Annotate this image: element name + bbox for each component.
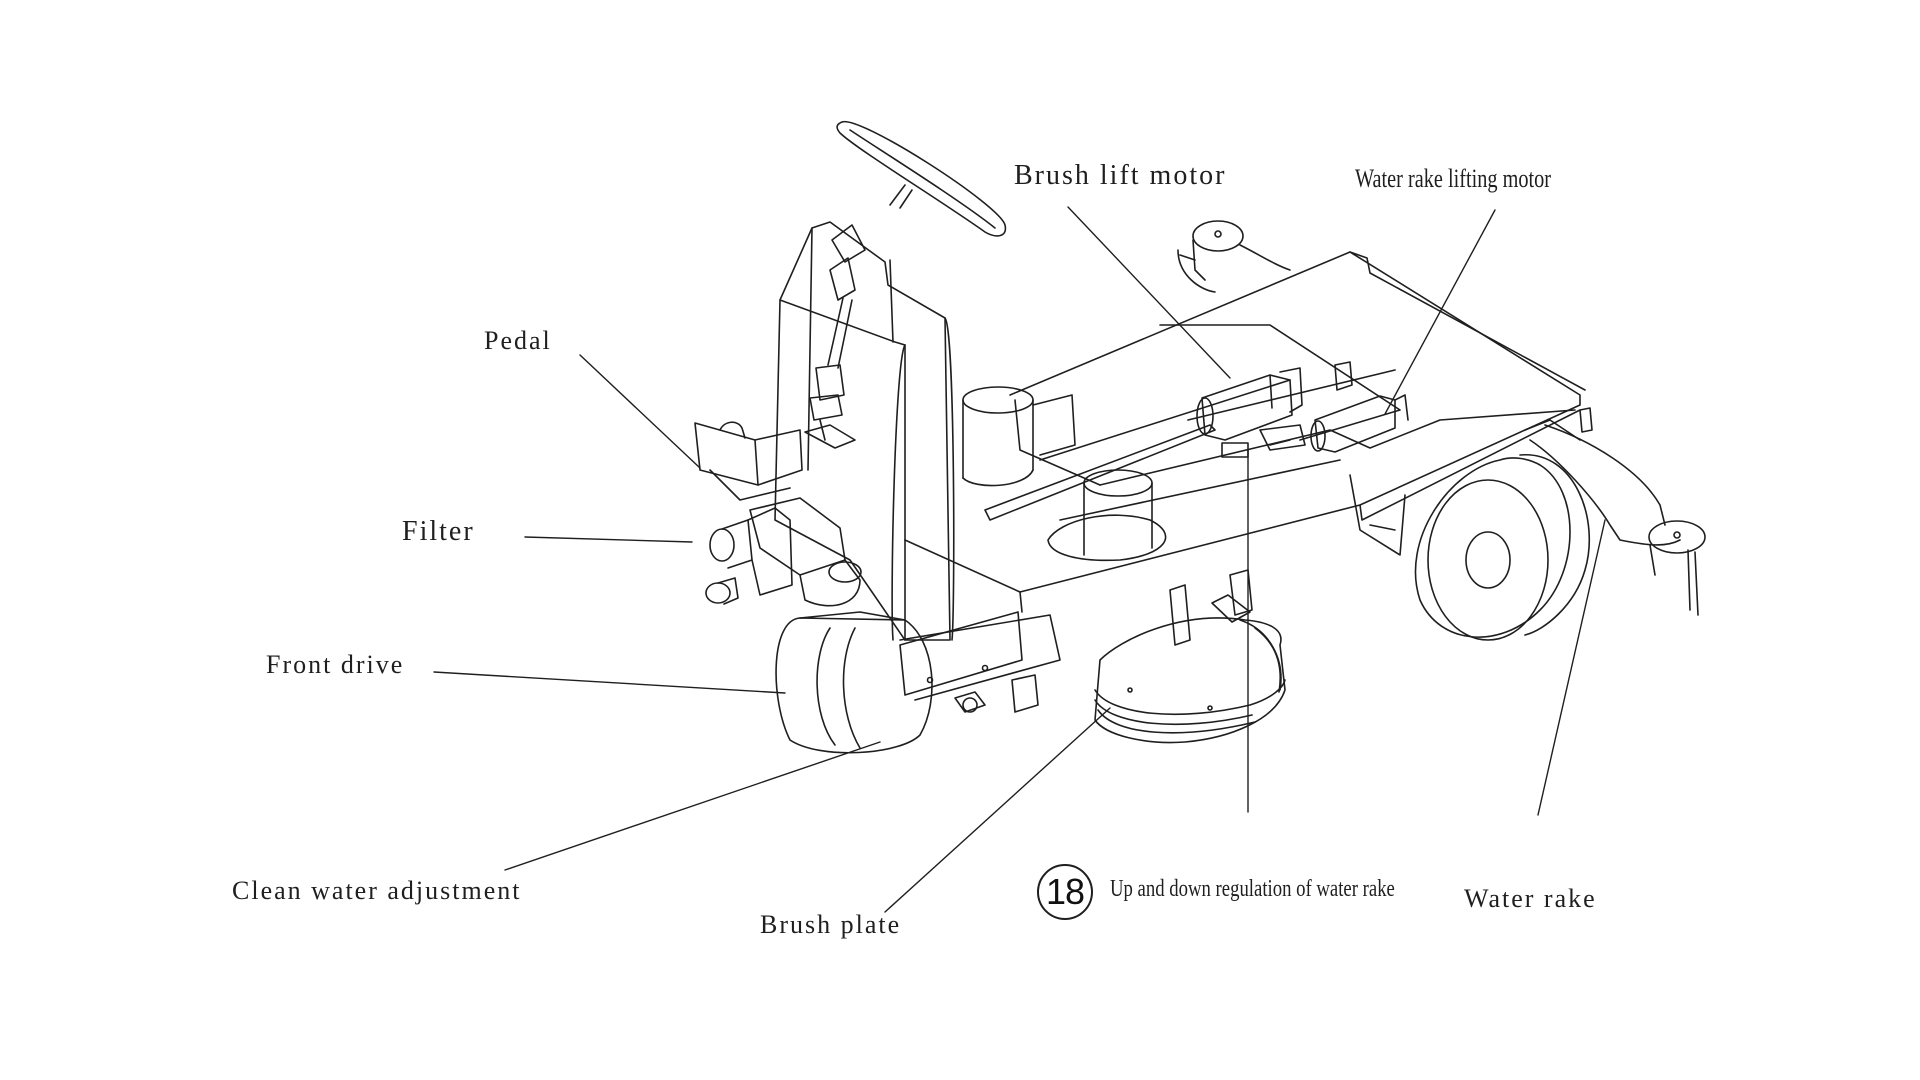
callout-text: Up and down regulation of water rake: [1110, 876, 1395, 902]
label-brush-lift-motor: Brush lift motor: [1014, 160, 1227, 191]
top-rear-bracket: [1178, 221, 1290, 292]
leader-water-rake-lifting-motor: [1385, 210, 1495, 414]
label-water-rake: Water rake: [1464, 884, 1597, 913]
front-drive-wheel: [776, 612, 1060, 753]
seat-tower: [775, 222, 954, 640]
leader-water-rake: [1538, 520, 1605, 815]
brush-plate-part: [1095, 570, 1285, 743]
pedal-part: [695, 422, 802, 500]
label-water-rake-lifting-motor: Water rake lifting motor: [1355, 164, 1552, 193]
leader-brush-plate: [885, 708, 1110, 912]
tank-cylinder-left: [963, 387, 1075, 486]
label-front-drive: Front drive: [266, 650, 405, 679]
label-clean-water-adjustment: Clean water adjustment: [232, 876, 522, 905]
frame-bars: [985, 325, 1400, 520]
filter-part: [706, 508, 792, 604]
rear-bracket: [1350, 420, 1580, 555]
label-brush-plate: Brush plate: [760, 910, 902, 939]
water-rake-assembly: [1530, 408, 1705, 615]
callout-number-badge: 18: [1037, 864, 1093, 920]
leader-brush-lift-motor: [1068, 207, 1230, 378]
leader-filter: [525, 537, 692, 542]
water-rake-lifting-motor-part: [1260, 362, 1408, 452]
leader-lines: [434, 207, 1605, 912]
chassis-platform: [905, 252, 1585, 612]
rear-wheel: [1415, 455, 1589, 640]
front-housing: [750, 498, 861, 606]
leader-clean-water-adjustment: [505, 742, 880, 870]
leader-pedal: [580, 355, 700, 468]
label-pedal: Pedal: [484, 326, 552, 355]
label-filter: Filter: [402, 516, 475, 547]
steering-wheel: [837, 122, 1005, 236]
steering-column: [805, 225, 865, 448]
leader-front-drive: [434, 672, 785, 693]
side-plate: [900, 612, 1038, 712]
